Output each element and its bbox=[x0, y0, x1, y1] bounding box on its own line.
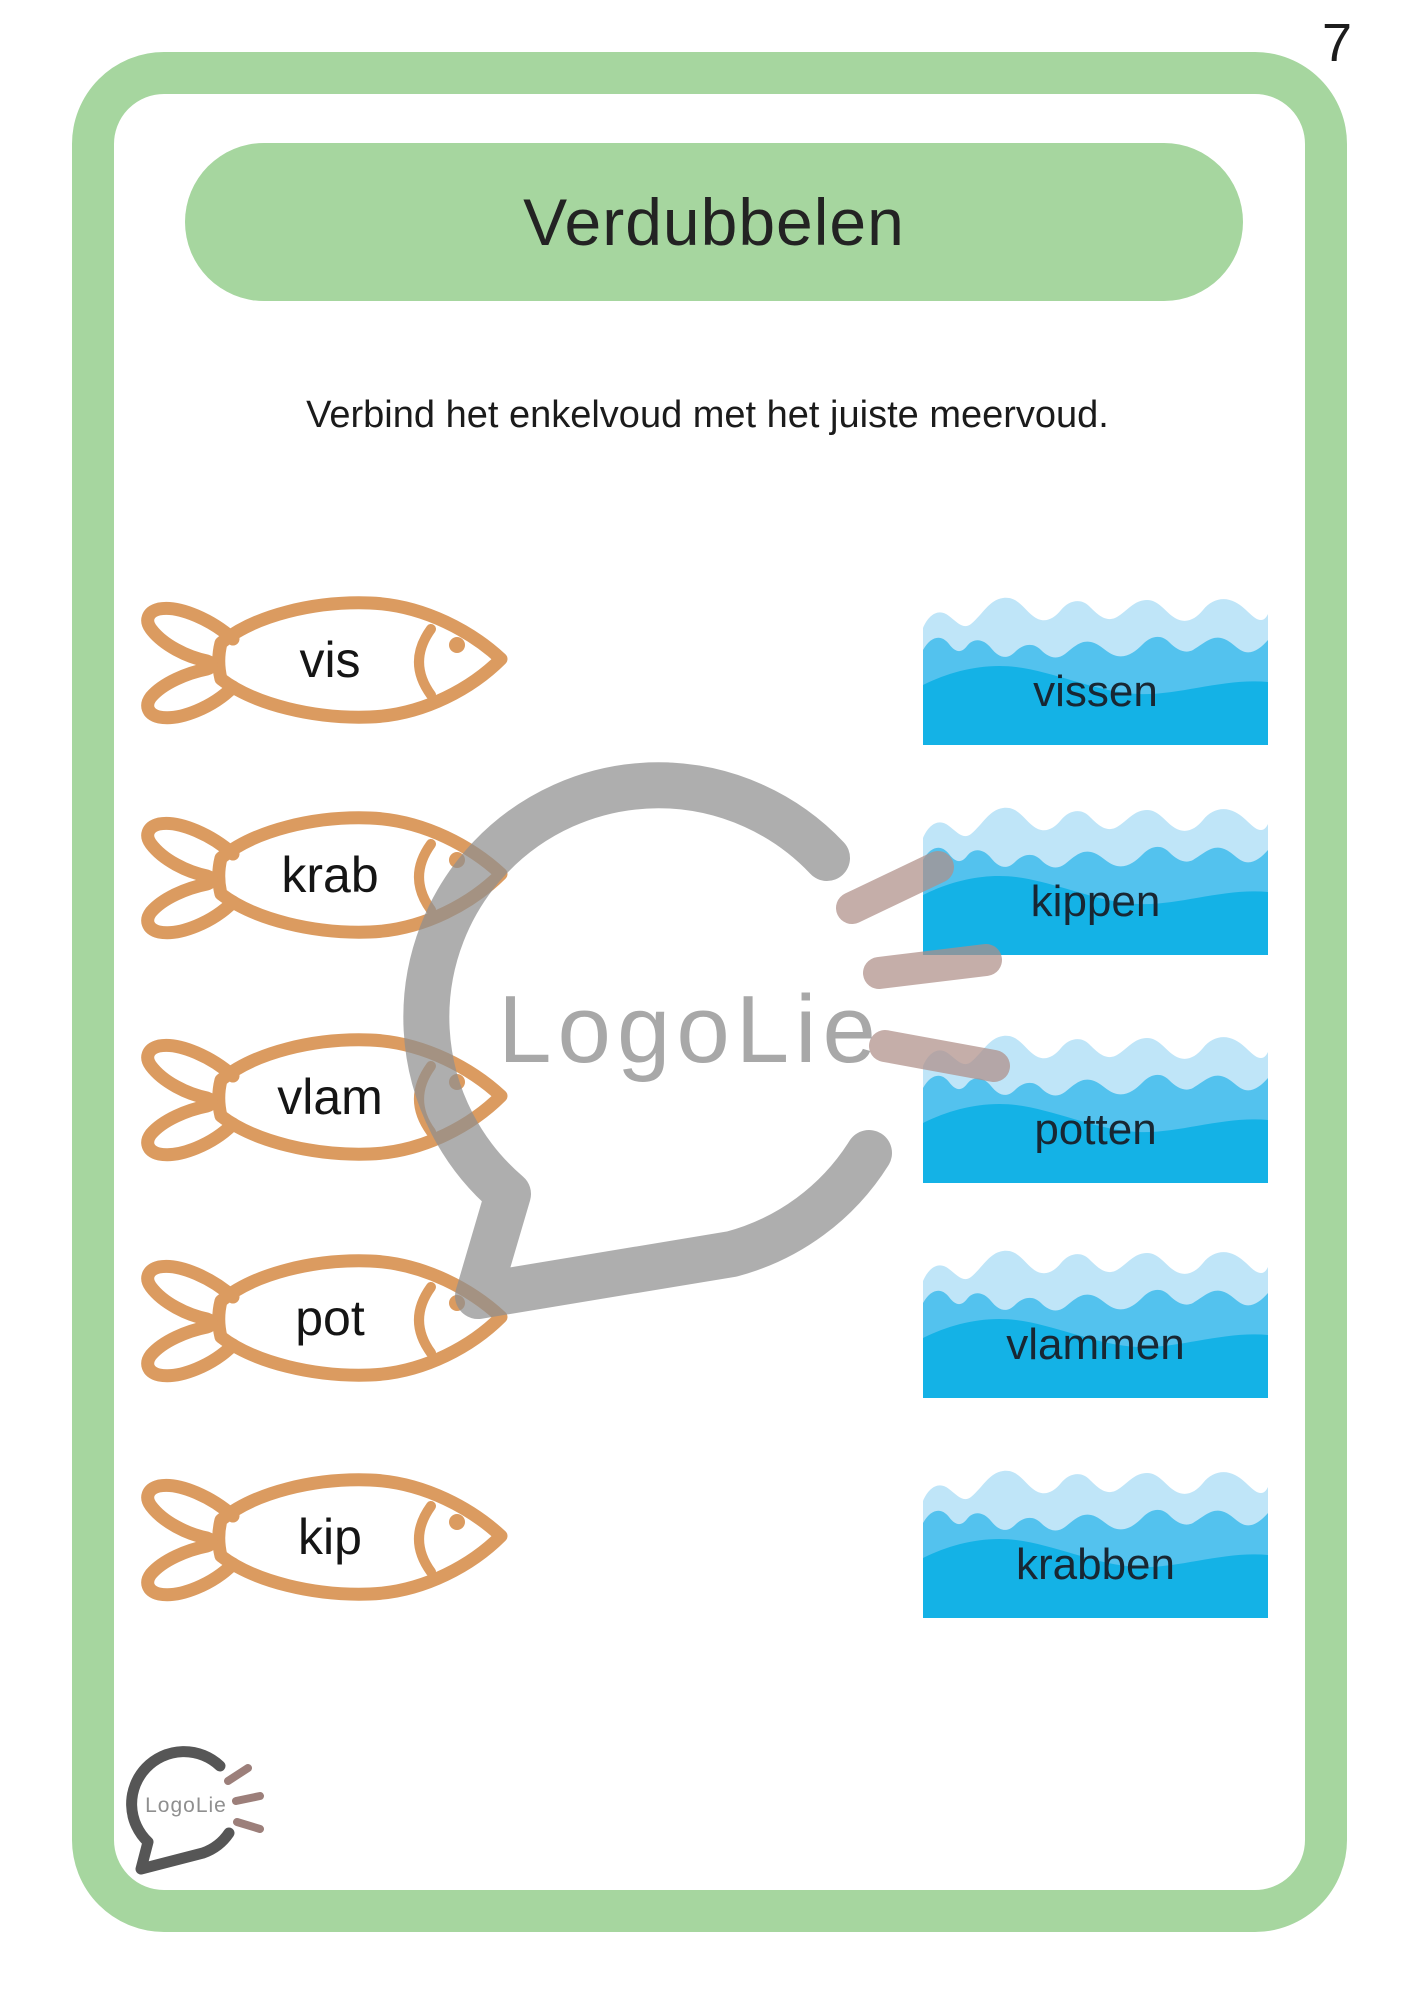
logolie-footer-logo: LogoLie bbox=[126, 1746, 264, 1875]
plural-card-krabben: krabben bbox=[923, 1463, 1268, 1618]
plural-card-potten: potten bbox=[923, 1028, 1268, 1183]
singular-card-pot: pot bbox=[135, 1253, 510, 1383]
page-border-frame bbox=[72, 52, 1347, 1932]
sound-lines-icon bbox=[224, 1764, 264, 1833]
plural-word: kippen bbox=[1030, 877, 1161, 927]
plural-card-kippen: kippen bbox=[923, 800, 1268, 955]
plural-word: vissen bbox=[1033, 667, 1158, 717]
footer-logo-text: LogoLie bbox=[145, 1794, 227, 1817]
speech-bubble-icon bbox=[126, 1746, 264, 1875]
plural-word: vlammen bbox=[1006, 1320, 1185, 1370]
singular-word: vis bbox=[299, 632, 361, 688]
instruction-text: Verbind het enkelvoud met het juiste mee… bbox=[306, 394, 1109, 436]
singular-word: krab bbox=[281, 847, 379, 903]
plural-card-vlammen: vlammen bbox=[923, 1243, 1268, 1398]
plural-word: krabben bbox=[1015, 1540, 1176, 1590]
page-title: Verdubbelen bbox=[523, 185, 905, 259]
page-number: 7 bbox=[1322, 13, 1353, 73]
singular-card-krab: krab bbox=[135, 810, 510, 940]
singular-card-vis: vis bbox=[135, 595, 510, 725]
plural-word: potten bbox=[1034, 1105, 1157, 1155]
singular-word: kip bbox=[298, 1509, 362, 1565]
plural-card-vissen: vissen bbox=[923, 590, 1268, 745]
singular-card-vlam: vlam bbox=[135, 1032, 510, 1162]
singular-word: vlam bbox=[277, 1069, 383, 1125]
singular-word: pot bbox=[295, 1290, 365, 1346]
title-banner: Verdubbelen bbox=[185, 143, 1243, 301]
singular-card-kip: kip bbox=[135, 1472, 510, 1602]
